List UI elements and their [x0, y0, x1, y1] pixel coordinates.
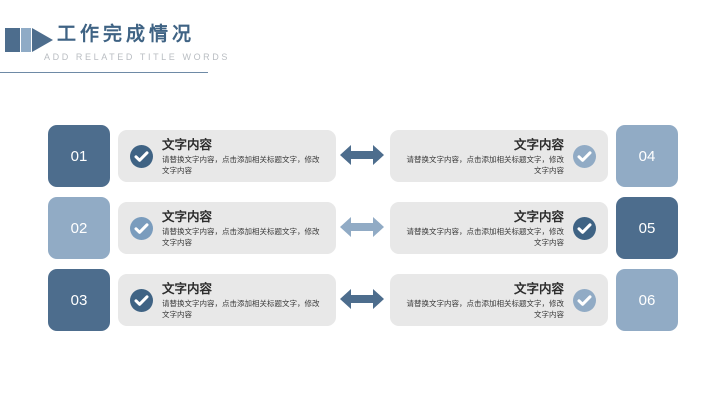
step-title: 文字内容: [513, 138, 564, 152]
check-circle-icon: [130, 145, 153, 168]
step-body: 请替换文字内容，点击添加相关标题文字，修改文字内容: [406, 155, 565, 175]
step-number: 04: [638, 147, 656, 165]
row-right-item[interactable]: 05 文字内容 请替换文字内容，点击添加相关标题文字，修改文字内容: [390, 197, 678, 259]
row-left-item[interactable]: 01 文字内容 请替换文字内容，点击添加相关标题文字，修改文字内容: [48, 125, 336, 187]
logo-segment-2: [21, 28, 31, 52]
step-badge[interactable]: 04: [616, 125, 678, 187]
slide-header: 工作完成情况 ADD RELATED TITLE WORDS: [0, 22, 721, 73]
step-badge[interactable]: 06: [616, 269, 678, 331]
step-number: 05: [638, 219, 656, 237]
double-arrow-icon: [340, 213, 384, 241]
header-divider: [0, 72, 208, 73]
step-badge[interactable]: 03: [48, 269, 110, 331]
page-subtitle: ADD RELATED TITLE WORDS: [44, 52, 230, 62]
step-number: 01: [70, 147, 88, 165]
step-title: 文字内容: [162, 210, 213, 224]
check-circle-icon: [130, 217, 153, 240]
step-body: 请替换文字内容，点击添加相关标题文字，修改文字内容: [406, 299, 565, 319]
step-body: 请替换文字内容，点击添加相关标题文字，修改文字内容: [406, 227, 565, 247]
process-row: 03 文字内容 请替换文字内容，点击添加相关标题文字，修改文字内容 06 文字内…: [0, 269, 721, 341]
row-right-item[interactable]: 04 文字内容 请替换文字内容，点击添加相关标题文字，修改文字内容: [390, 125, 678, 187]
chevron-logo-icon: [5, 28, 53, 52]
row-left-item[interactable]: 02 文字内容 请替换文字内容，点击添加相关标题文字，修改文字内容: [48, 197, 336, 259]
row-right-item[interactable]: 06 文字内容 请替换文字内容，点击添加相关标题文字，修改文字内容: [390, 269, 678, 331]
check-circle-icon: [573, 217, 596, 240]
check-circle-icon: [573, 145, 596, 168]
double-arrow-icon: [340, 141, 384, 169]
process-row: 02 文字内容 请替换文字内容，点击添加相关标题文字，修改文字内容 05 文字内…: [0, 197, 721, 269]
logo-segment-1: [5, 28, 20, 52]
logo-arrow-tip: [32, 28, 53, 52]
step-body: 请替换文字内容，点击添加相关标题文字，修改文字内容: [162, 299, 320, 319]
check-circle-icon: [573, 289, 596, 312]
step-card[interactable]: 文字内容 请替换文字内容，点击添加相关标题文字，修改文字内容: [118, 202, 336, 254]
step-title: 文字内容: [513, 282, 564, 296]
step-number: 06: [638, 291, 656, 309]
step-badge[interactable]: 01: [48, 125, 110, 187]
step-card[interactable]: 文字内容 请替换文字内容，点击添加相关标题文字，修改文字内容: [390, 202, 608, 254]
step-title: 文字内容: [513, 210, 564, 224]
check-circle-icon: [130, 289, 153, 312]
step-body: 请替换文字内容，点击添加相关标题文字，修改文字内容: [162, 227, 320, 247]
process-row: 01 文字内容 请替换文字内容，点击添加相关标题文字，修改文字内容 04 文字内…: [0, 125, 721, 197]
step-card[interactable]: 文字内容 请替换文字内容，点击添加相关标题文字，修改文字内容: [118, 274, 336, 326]
step-badge[interactable]: 05: [616, 197, 678, 259]
step-badge[interactable]: 02: [48, 197, 110, 259]
row-left-item[interactable]: 03 文字内容 请替换文字内容，点击添加相关标题文字，修改文字内容: [48, 269, 336, 331]
step-card[interactable]: 文字内容 请替换文字内容，点击添加相关标题文字，修改文字内容: [390, 274, 608, 326]
step-body: 请替换文字内容，点击添加相关标题文字，修改文字内容: [162, 155, 320, 175]
double-arrow-icon: [340, 285, 384, 313]
process-rows: 01 文字内容 请替换文字内容，点击添加相关标题文字，修改文字内容 04 文字内…: [0, 125, 721, 341]
step-title: 文字内容: [162, 138, 213, 152]
step-number: 03: [70, 291, 88, 309]
step-number: 02: [70, 219, 88, 237]
step-card[interactable]: 文字内容 请替换文字内容，点击添加相关标题文字，修改文字内容: [390, 130, 608, 182]
step-title: 文字内容: [162, 282, 213, 296]
page-title: 工作完成情况: [57, 24, 196, 45]
step-card[interactable]: 文字内容 请替换文字内容，点击添加相关标题文字，修改文字内容: [118, 130, 336, 182]
